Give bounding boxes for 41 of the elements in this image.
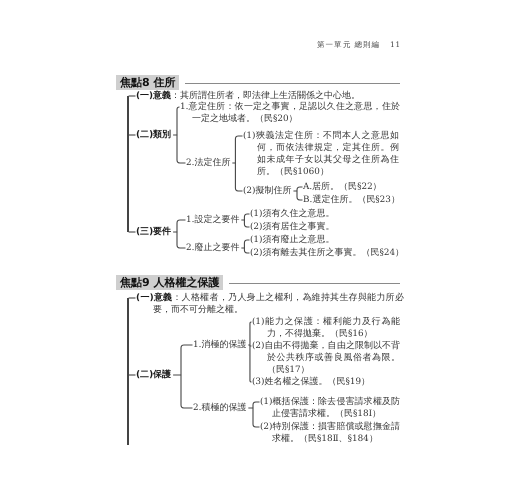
bracket-line [241, 219, 250, 228]
outline-item: 2.廢止之要件 [186, 242, 240, 254]
outline-item: 2.法定住所 [186, 157, 230, 169]
bracket-line [241, 239, 250, 249]
definition-paragraph: (一)意義：人格權者，乃人身上之權利，為維持其生存與能力所必要，而不可分離之權。 [136, 292, 404, 316]
outline-item: B.選定住所。（民§23） [303, 194, 400, 206]
outline-item: (2)擬制住所 [243, 185, 292, 197]
outline-heading: (二)類別 [136, 129, 172, 141]
outline-item: A.居所。（民§22） [303, 181, 382, 193]
bracket-line [241, 213, 250, 221]
outline-heading: (二)保護 [136, 369, 172, 381]
bracket-line [241, 247, 250, 254]
outline-item: (2)特別保護：損害賠償或慰撫金請求權。（民§18Ⅱ、§184） [260, 421, 400, 445]
bracket-line [128, 231, 136, 233]
section-heading: 焦點8 住所 [116, 75, 180, 90]
outline-item: (1)能力之保護：權利能力及行為能力，不得拋棄。（民§16） [252, 316, 400, 340]
bracket-line [248, 407, 260, 428]
bracket-line [173, 231, 186, 249]
bracket-line [128, 297, 136, 299]
outline-item: (1)概括保護：除去侵害請求權及防止侵害請求權。（民§18Ⅰ） [260, 396, 400, 420]
outline-item: 1.消極的保護 [193, 339, 246, 351]
bracket-line [293, 190, 302, 201]
outline-item: 2.積極的保護 [193, 402, 246, 414]
outline-item: (1)須有廢止之意思。 [250, 234, 334, 246]
outline-item: 1.設定之要件 [186, 214, 240, 226]
bracket-line [248, 321, 252, 346]
definition-paragraph: (一)意義：其所謂住所者，即法律上生活關係之中心地。 [136, 90, 360, 102]
outline-item: (3)姓名權之保護。（民§19） [252, 376, 370, 388]
bracket-line [248, 344, 252, 383]
outline-heading: (三)要件 [136, 226, 172, 238]
bracket-line [248, 344, 252, 347]
bracket-line [128, 95, 136, 97]
section-heading: 焦點9 人格權之保護 [116, 275, 224, 290]
outline-item: (1)須有久住之意思。 [250, 208, 334, 220]
outline-item: 1.意定住所：依一定之事實，足認以久住之意思，住於一定之地域者。（民§20） [180, 101, 400, 125]
outline-item: (2)自由不得拋棄，自由之限制以不背於公共秩序或善良風俗者為限。（民§17） [252, 340, 400, 376]
bracket-line [128, 134, 136, 136]
bracket-line [128, 374, 136, 376]
outline-item: (1)狹義法定住所：不問本人之意思如何，而依法律規定，定其住所。例如未成年子女以其父母之住所為住所。（民§1060） [243, 130, 399, 178]
outline-item: (2)須有離去其住所之事實。（民§24） [250, 247, 404, 259]
outline-item: (2)須有居住之事實。 [250, 221, 334, 233]
